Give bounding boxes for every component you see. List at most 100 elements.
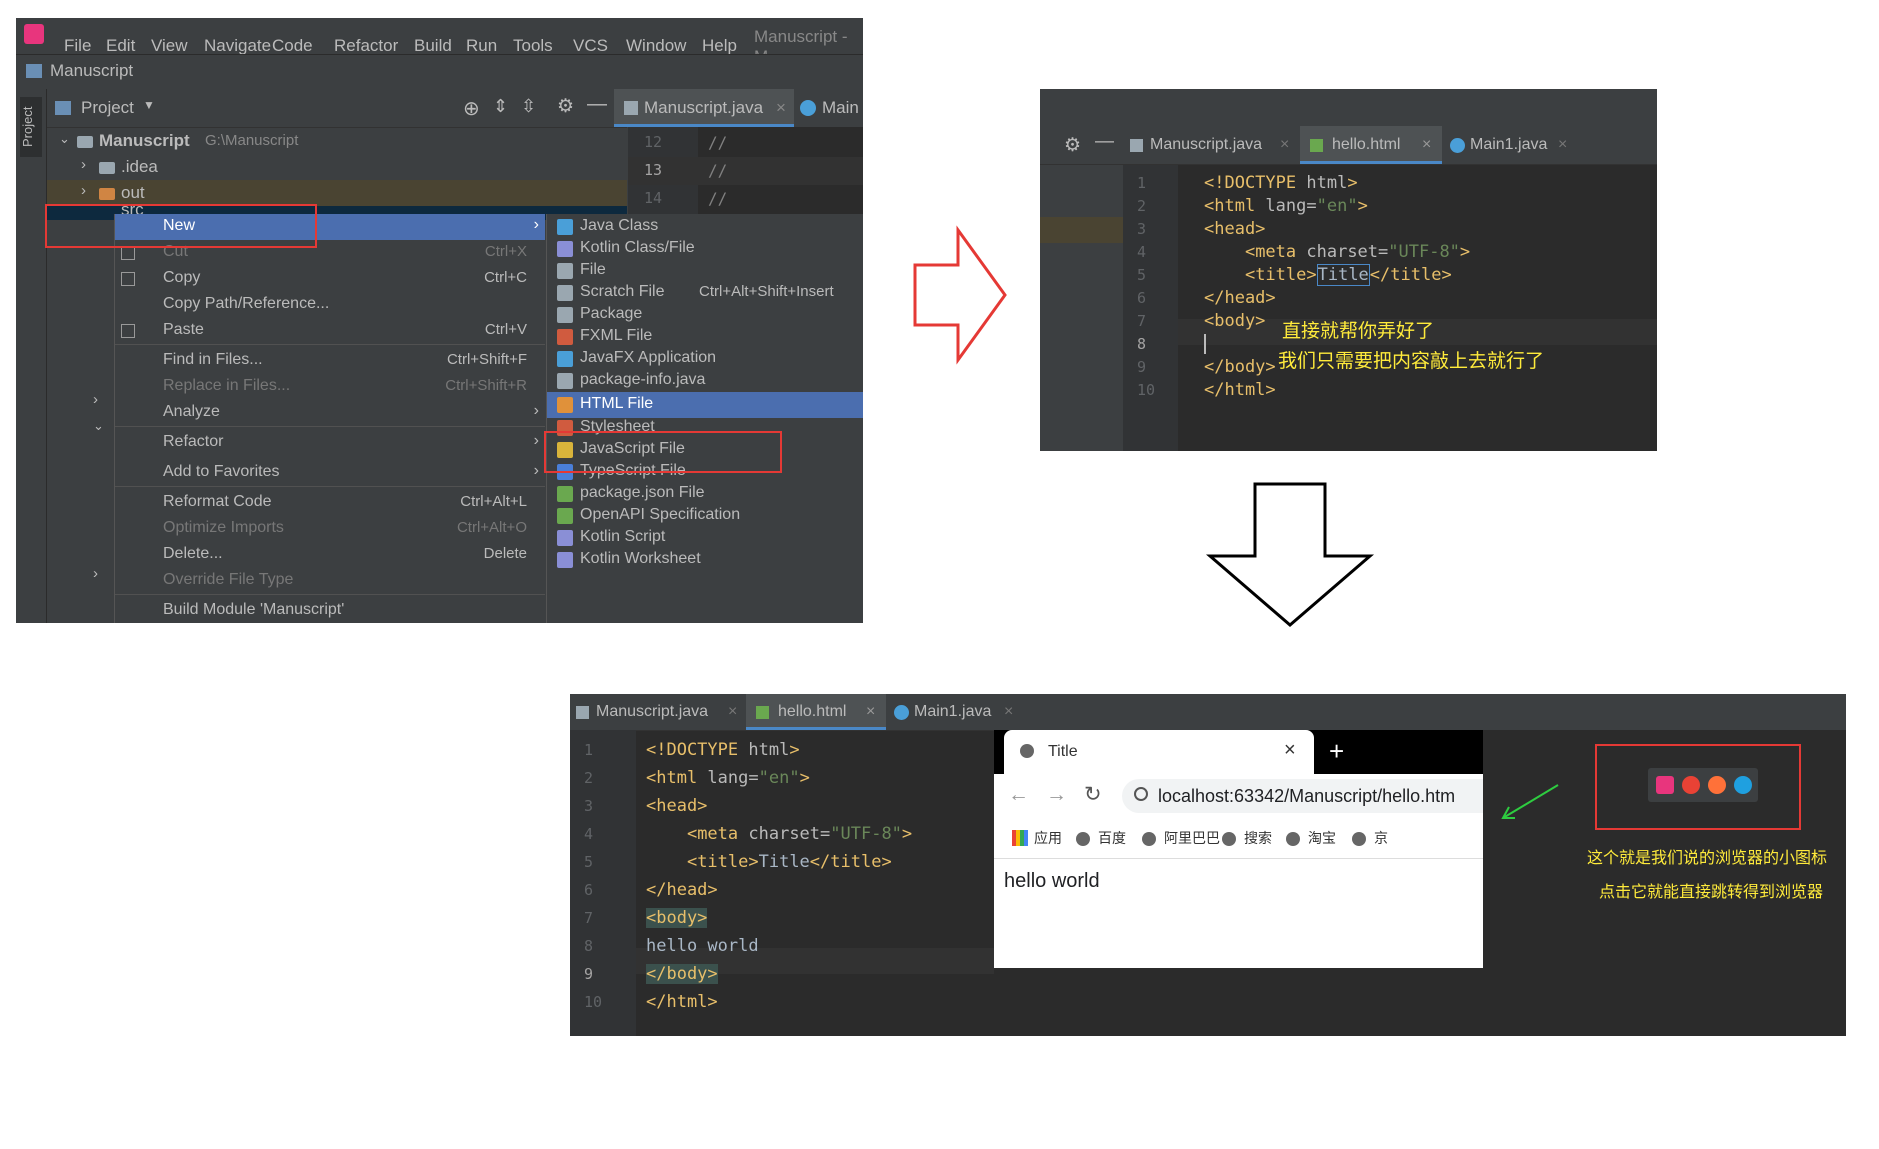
back-icon[interactable]: ← <box>1008 783 1029 806</box>
menu-item-help[interactable]: Help <box>702 36 737 55</box>
context-menu-item[interactable]: Add to Favorites› <box>115 460 545 486</box>
tree-node-root[interactable]: ⌄ Manuscript G:\Manuscript <box>59 131 299 150</box>
context-menu-item[interactable]: Override File Type <box>115 568 545 594</box>
chevron-right-icon[interactable]: › <box>93 391 98 408</box>
menu-item-code[interactable]: Code <box>272 36 313 55</box>
code-line: <meta charset="UTF-8"> <box>686 824 913 844</box>
tab-manuscript-java[interactable]: Manuscript.java × <box>614 89 794 127</box>
context-menu-item[interactable]: Find in Files...Ctrl+Shift+F <box>115 348 545 374</box>
context-menu-item[interactable]: Build Module 'Manuscript' <box>115 598 545 623</box>
chrome-icon[interactable] <box>1682 776 1700 794</box>
menu-item-label: Reformat Code <box>163 493 272 510</box>
new-submenu-item[interactable]: FXML File <box>547 324 863 350</box>
close-icon[interactable]: × <box>1004 703 1014 720</box>
menu-item-vcs[interactable]: VCS <box>573 36 608 55</box>
globe-icon <box>1352 832 1366 847</box>
expand-all-icon[interactable]: ⇕ <box>493 96 509 116</box>
new-submenu-item[interactable]: JavaScript File <box>547 437 863 463</box>
close-icon[interactable]: × <box>1284 739 1296 761</box>
context-menu-item[interactable]: Copy Path/Reference... <box>115 292 545 318</box>
editor-peek[interactable]: 12 // 13 // 14 // <box>628 127 863 227</box>
close-icon[interactable]: × <box>1558 136 1568 153</box>
intellij-icon[interactable] <box>1656 776 1674 794</box>
new-submenu-item[interactable]: Java Class <box>547 214 863 240</box>
close-icon[interactable]: × <box>776 98 786 117</box>
new-submenu-item[interactable]: HTML File <box>547 392 863 418</box>
context-menu-item[interactable]: Replace in Files...Ctrl+Shift+R <box>115 374 545 400</box>
firefox-icon[interactable] <box>1708 776 1726 794</box>
info-icon[interactable] <box>1134 787 1148 801</box>
close-icon[interactable]: × <box>1422 136 1432 153</box>
tab-hello-html[interactable]: hello.html × <box>746 694 886 730</box>
code-line: </body> <box>1204 357 1276 377</box>
tab-main[interactable]: Main <box>800 89 863 127</box>
close-icon[interactable]: × <box>1280 136 1290 153</box>
bookmark-item[interactable]: 百度 <box>1076 828 1126 848</box>
menu-item-view[interactable]: View <box>151 36 188 55</box>
chevron-right-icon[interactable]: › <box>81 156 86 173</box>
browser-tab[interactable]: Title × <box>1004 730 1314 774</box>
menu-item-tools[interactable]: Tools <box>513 36 553 55</box>
menu-item-window[interactable]: Window <box>626 36 687 55</box>
bookmark-item[interactable]: 京 <box>1352 828 1388 848</box>
tab-hello-html[interactable]: hello.html × <box>1300 126 1442 164</box>
new-submenu-item[interactable]: package-info.java <box>547 368 863 394</box>
minimize-icon[interactable]: — <box>587 93 607 115</box>
new-submenu-item[interactable]: Kotlin Worksheet <box>547 547 863 573</box>
menu-item-edit[interactable]: Edit <box>106 36 136 55</box>
bookmark-item[interactable]: 搜索 <box>1222 828 1272 848</box>
close-icon[interactable]: × <box>728 703 738 720</box>
tree-node-idea[interactable]: › .idea <box>47 154 627 180</box>
context-menu-item[interactable]: Refactor› <box>115 430 545 456</box>
menu-item-navigate[interactable]: Navigate <box>204 36 272 55</box>
bookmark-item[interactable]: 阿里巴巴 <box>1142 828 1220 848</box>
chevron-down-icon[interactable]: ⌄ <box>93 418 104 433</box>
tab-manuscript-java[interactable]: Manuscript.java × <box>576 694 746 730</box>
minimize-icon[interactable]: — <box>1095 131 1114 152</box>
locate-icon[interactable]: ⊕ <box>463 98 480 120</box>
new-submenu-item[interactable]: File <box>547 258 863 284</box>
project-tool-button[interactable]: Project <box>20 97 42 157</box>
new-submenu-item[interactable]: Kotlin Class/File <box>547 236 863 262</box>
edge-icon[interactable] <box>1734 776 1752 794</box>
menu-item-run[interactable]: Run <box>466 36 498 55</box>
gear-icon[interactable]: ⚙ <box>1064 135 1082 156</box>
menu-item-file[interactable]: File <box>64 36 92 55</box>
menu-item-refactor[interactable]: Refactor <box>334 36 399 55</box>
bookmark-item[interactable]: 应用 <box>1034 828 1062 848</box>
new-tab-icon[interactable]: + <box>1329 736 1345 766</box>
gear-icon[interactable]: ⚙ <box>557 96 575 117</box>
tab-manuscript-java[interactable]: Manuscript.java × <box>1130 126 1310 164</box>
project-view-label[interactable]: Project <box>81 98 134 117</box>
tree-node-out[interactable]: › out <box>47 180 627 206</box>
html-file-icon <box>1310 139 1323 152</box>
close-icon[interactable]: × <box>866 703 876 720</box>
new-submenu-item[interactable]: OpenAPI Specification <box>547 503 863 529</box>
forward-icon[interactable]: → <box>1046 783 1067 806</box>
chevron-right-icon[interactable]: › <box>81 182 86 199</box>
chevron-right-icon[interactable]: › <box>93 565 98 582</box>
tab-main1-java[interactable]: Main1.java × <box>894 694 1034 730</box>
current-line-highlight <box>628 157 863 185</box>
collapse-all-icon[interactable]: ⇳ <box>521 96 537 116</box>
tab-main1-java[interactable]: Main1.java × <box>1450 126 1580 164</box>
new-submenu-item[interactable]: Package <box>547 302 863 328</box>
comment-line: // <box>708 189 728 208</box>
bookmark-item[interactable]: 淘宝 <box>1286 828 1336 848</box>
context-menu-item[interactable]: New› <box>115 214 545 240</box>
chevron-down-icon[interactable]: ▼ <box>143 98 155 112</box>
menu-item-build[interactable]: Build <box>414 36 452 55</box>
address-bar[interactable]: localhost:63342/Manuscript/hello.htm <box>1122 779 1483 813</box>
context-menu-item[interactable]: Delete...Delete <box>115 542 545 568</box>
new-submenu-item[interactable]: package.json File <box>547 481 863 507</box>
menu-item-label: Replace in Files... <box>163 377 291 394</box>
reload-icon[interactable]: ↻ <box>1084 783 1102 806</box>
new-submenu-item[interactable]: Kotlin Script <box>547 525 863 551</box>
context-menu-item[interactable]: Analyze› <box>115 400 545 426</box>
new-submenu-item[interactable]: JavaFX Application <box>547 346 863 372</box>
